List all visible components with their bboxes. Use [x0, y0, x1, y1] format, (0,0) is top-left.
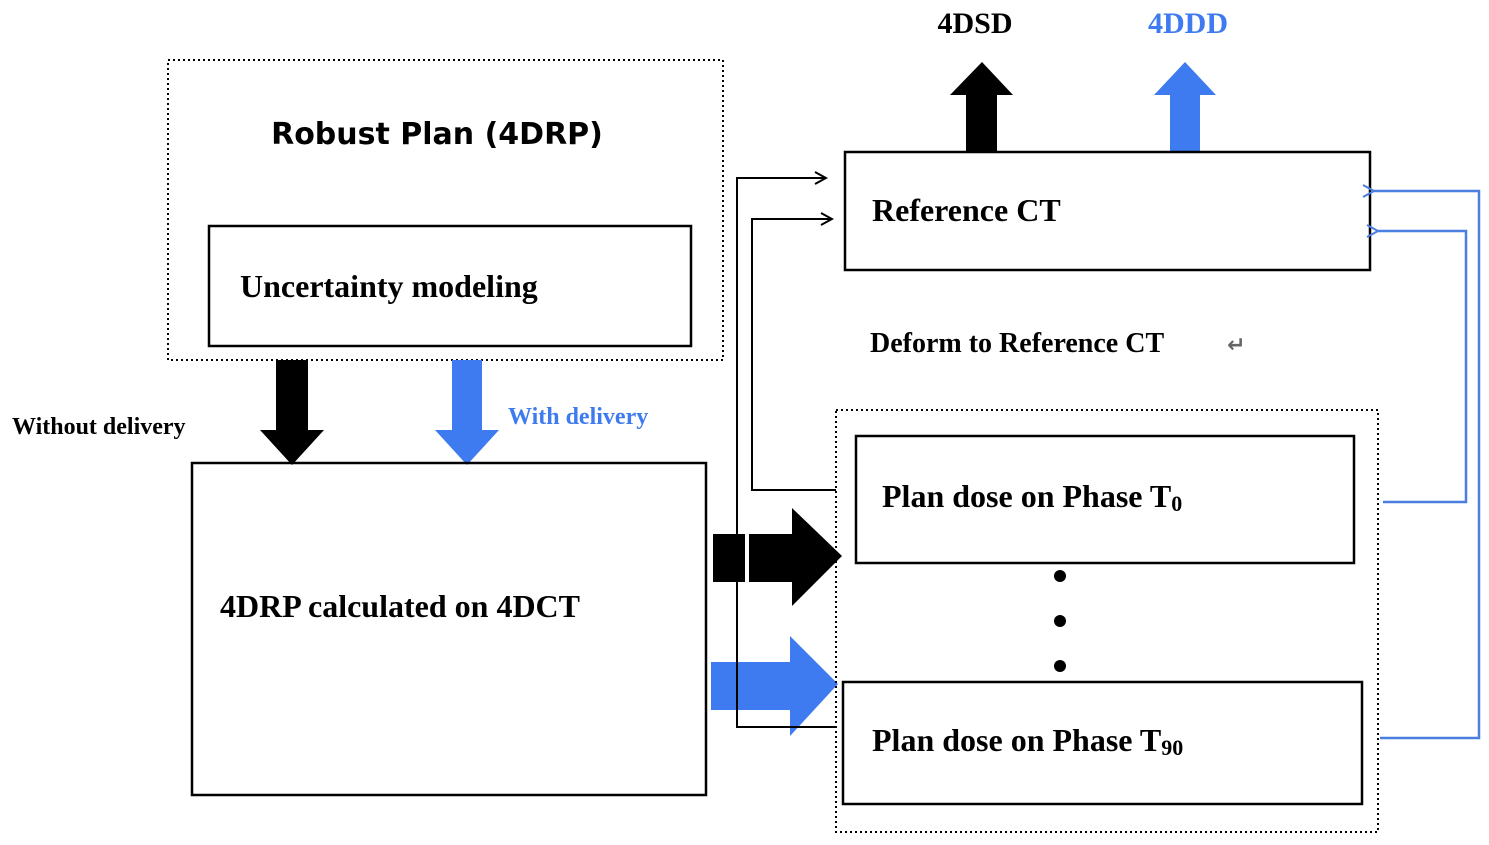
uncertainty-modeling-label: Uncertainty modeling — [240, 268, 538, 304]
blue-feedback-line-t0 — [1378, 231, 1468, 504]
ellipsis-dot-3 — [1054, 660, 1066, 672]
output-4dsd-arrow — [950, 62, 1013, 152]
output-4ddd-label: 4DDD — [1148, 7, 1228, 40]
robust-plan-container — [167, 59, 724, 361]
calc-4dct-box — [190, 461, 708, 797]
blue-feedback-line-t90 — [1374, 191, 1481, 740]
deform-return-mark: ↵ — [1227, 333, 1245, 358]
reference-ct-box — [843, 150, 1372, 272]
black-arrow-gap — [745, 530, 749, 586]
output-4dsd-label: 4DSD — [937, 7, 1012, 40]
ellipsis-dot-2 — [1054, 615, 1066, 627]
black-right-arrow — [713, 508, 842, 606]
without-delivery-arrow — [260, 360, 324, 465]
uncertainty-modeling-box — [207, 224, 693, 348]
ellipsis-dot-1 — [1054, 570, 1066, 582]
blue-right-arrow — [711, 636, 838, 736]
calc-4dct-label: 4DRP calculated on 4DCT — [220, 588, 580, 624]
output-4ddd-arrow — [1154, 62, 1216, 152]
phase-t90-box — [841, 680, 1364, 806]
with-delivery-label: With delivery — [508, 404, 648, 430]
with-delivery-arrow — [435, 360, 499, 465]
phase-t0-label: Plan dose on Phase T0 — [882, 478, 1182, 516]
phases-container — [835, 409, 1379, 833]
phase-t90-label: Plan dose on Phase T90 — [872, 722, 1183, 760]
deform-line-t90 — [736, 178, 836, 728]
robust-plan-title: Robust Plan (4DRP) — [271, 117, 603, 152]
deform-line-t0 — [751, 219, 836, 491]
reference-ct-label: Reference CT — [872, 192, 1061, 228]
without-delivery-label: Without delivery — [12, 414, 186, 440]
deform-label: Deform to Reference CT — [870, 328, 1164, 359]
phase-t0-box — [854, 434, 1356, 565]
